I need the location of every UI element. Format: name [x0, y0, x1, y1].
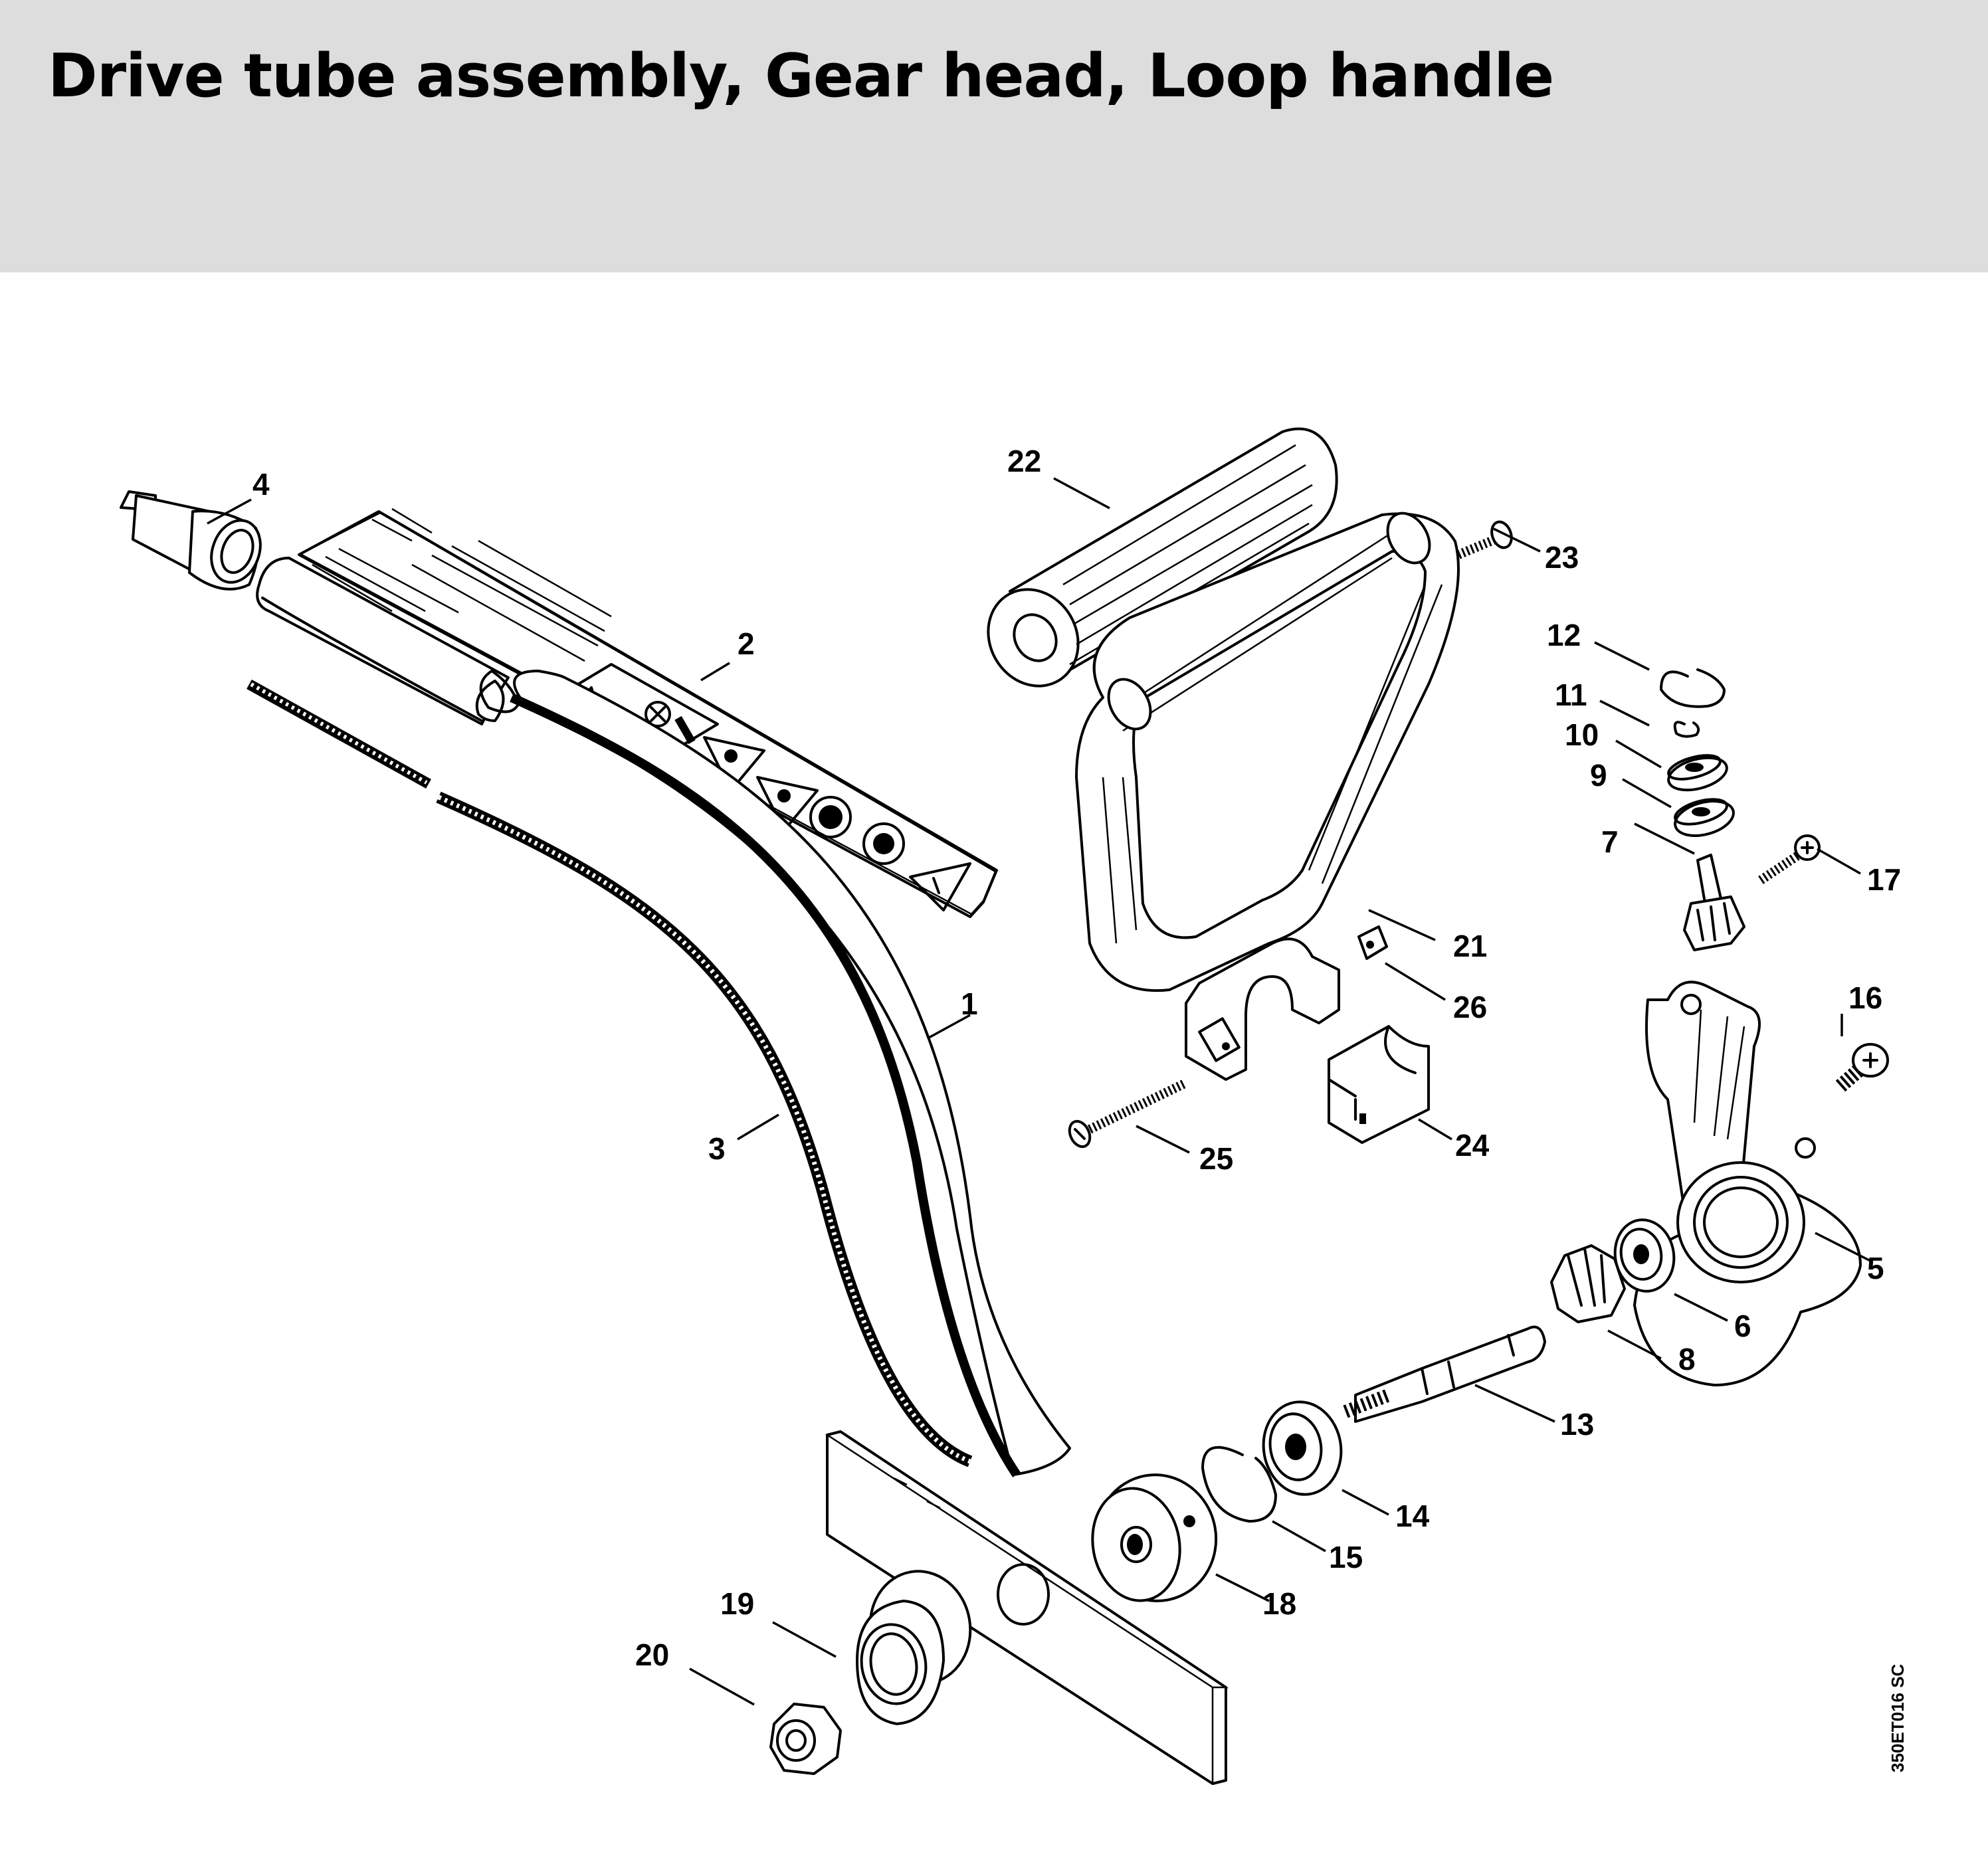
loop-handle-part: [1075, 512, 1460, 1081]
part-label-13: 13: [1560, 1407, 1594, 1442]
decal-sheet-part: [298, 508, 998, 918]
drive-tube-upper-part: [256, 557, 510, 725]
grip-part: [987, 427, 1338, 688]
retaining-ring-part: [1673, 721, 1700, 738]
leader-lines: [207, 477, 1871, 1706]
part-label-19: 19: [720, 1586, 754, 1621]
drive-shaft-part: [1343, 1325, 1546, 1423]
part-label-16: 16: [1848, 981, 1882, 1015]
end-bushing-part: [120, 490, 262, 591]
part-label-10: 10: [1565, 717, 1599, 752]
part-label-6: 6: [1734, 1309, 1751, 1343]
bevel-pinion-part: [1683, 854, 1745, 951]
short-screw-part: [1456, 520, 1513, 559]
clamp-insert-part: [1328, 1025, 1430, 1144]
part-label-26: 26: [1453, 990, 1487, 1024]
circlip-15-part: [1201, 1446, 1277, 1523]
bevel-gear-part: [1550, 1244, 1626, 1323]
part-label-7: 7: [1601, 824, 1619, 859]
part-label-8: 8: [1678, 1342, 1696, 1376]
ball-bearing-14-part: [1262, 1400, 1343, 1496]
gearhead-screw-17-part: [1758, 834, 1821, 884]
ball-bearing-6-part: [1613, 1218, 1676, 1293]
page-title: Drive tube assembly, Gear head, Loop han…: [48, 41, 1554, 111]
gearhead-screw-16-part: [1835, 1043, 1889, 1092]
part-label-2: 2: [738, 626, 755, 661]
cutting-blade: [825, 1430, 1229, 1785]
drive-tube-curved-part: [479, 670, 1071, 1477]
part-label-14: 14: [1395, 1499, 1430, 1533]
part-label-12: 12: [1547, 618, 1581, 652]
part-label-9: 9: [1590, 758, 1607, 793]
part-label-25: 25: [1199, 1141, 1233, 1176]
square-nut-part: [1357, 925, 1388, 960]
thrust-plate-part: [1091, 1473, 1218, 1602]
gear-housing-part: [1633, 981, 1862, 1386]
thrust-washer-part: [856, 1570, 972, 1725]
part-label-24: 24: [1455, 1128, 1490, 1163]
circlip-part: [1660, 668, 1726, 708]
header-band: Drive tube assembly, Gear head, Loop han…: [0, 0, 1988, 272]
part-label-1: 1: [961, 986, 978, 1021]
part-label-3: 3: [708, 1131, 726, 1166]
ball-bearing-upper-part: [1667, 754, 1728, 792]
part-label-4: 4: [252, 467, 270, 502]
hex-nut-part: [769, 1703, 842, 1775]
drawing-reference-code: 350ET016 SC: [1888, 1663, 1908, 1772]
long-screw-part: [1068, 1078, 1189, 1149]
part-label-20: 20: [635, 1638, 669, 1672]
part-label-11: 11: [1555, 678, 1587, 712]
part-label-5: 5: [1867, 1251, 1884, 1285]
exploded-parts-diagram: 1 2 3 4 5 6 7 8 9 10 11 12 13 14 15 16 1…: [120, 427, 1908, 1785]
part-label-22: 22: [1007, 444, 1041, 478]
part-label-23: 23: [1545, 540, 1579, 575]
ball-bearing-lower-part: [1674, 798, 1735, 837]
part-label-15: 15: [1329, 1540, 1363, 1574]
part-labels: 1 2 3 4 5 6 7 8 9 10 11 12 13 14 15 16 1…: [252, 444, 1901, 1672]
part-label-17: 17: [1867, 862, 1901, 897]
part-label-21: 21: [1453, 929, 1487, 963]
part-label-18: 18: [1262, 1586, 1296, 1621]
flex-shaft-part: [247, 680, 973, 1467]
